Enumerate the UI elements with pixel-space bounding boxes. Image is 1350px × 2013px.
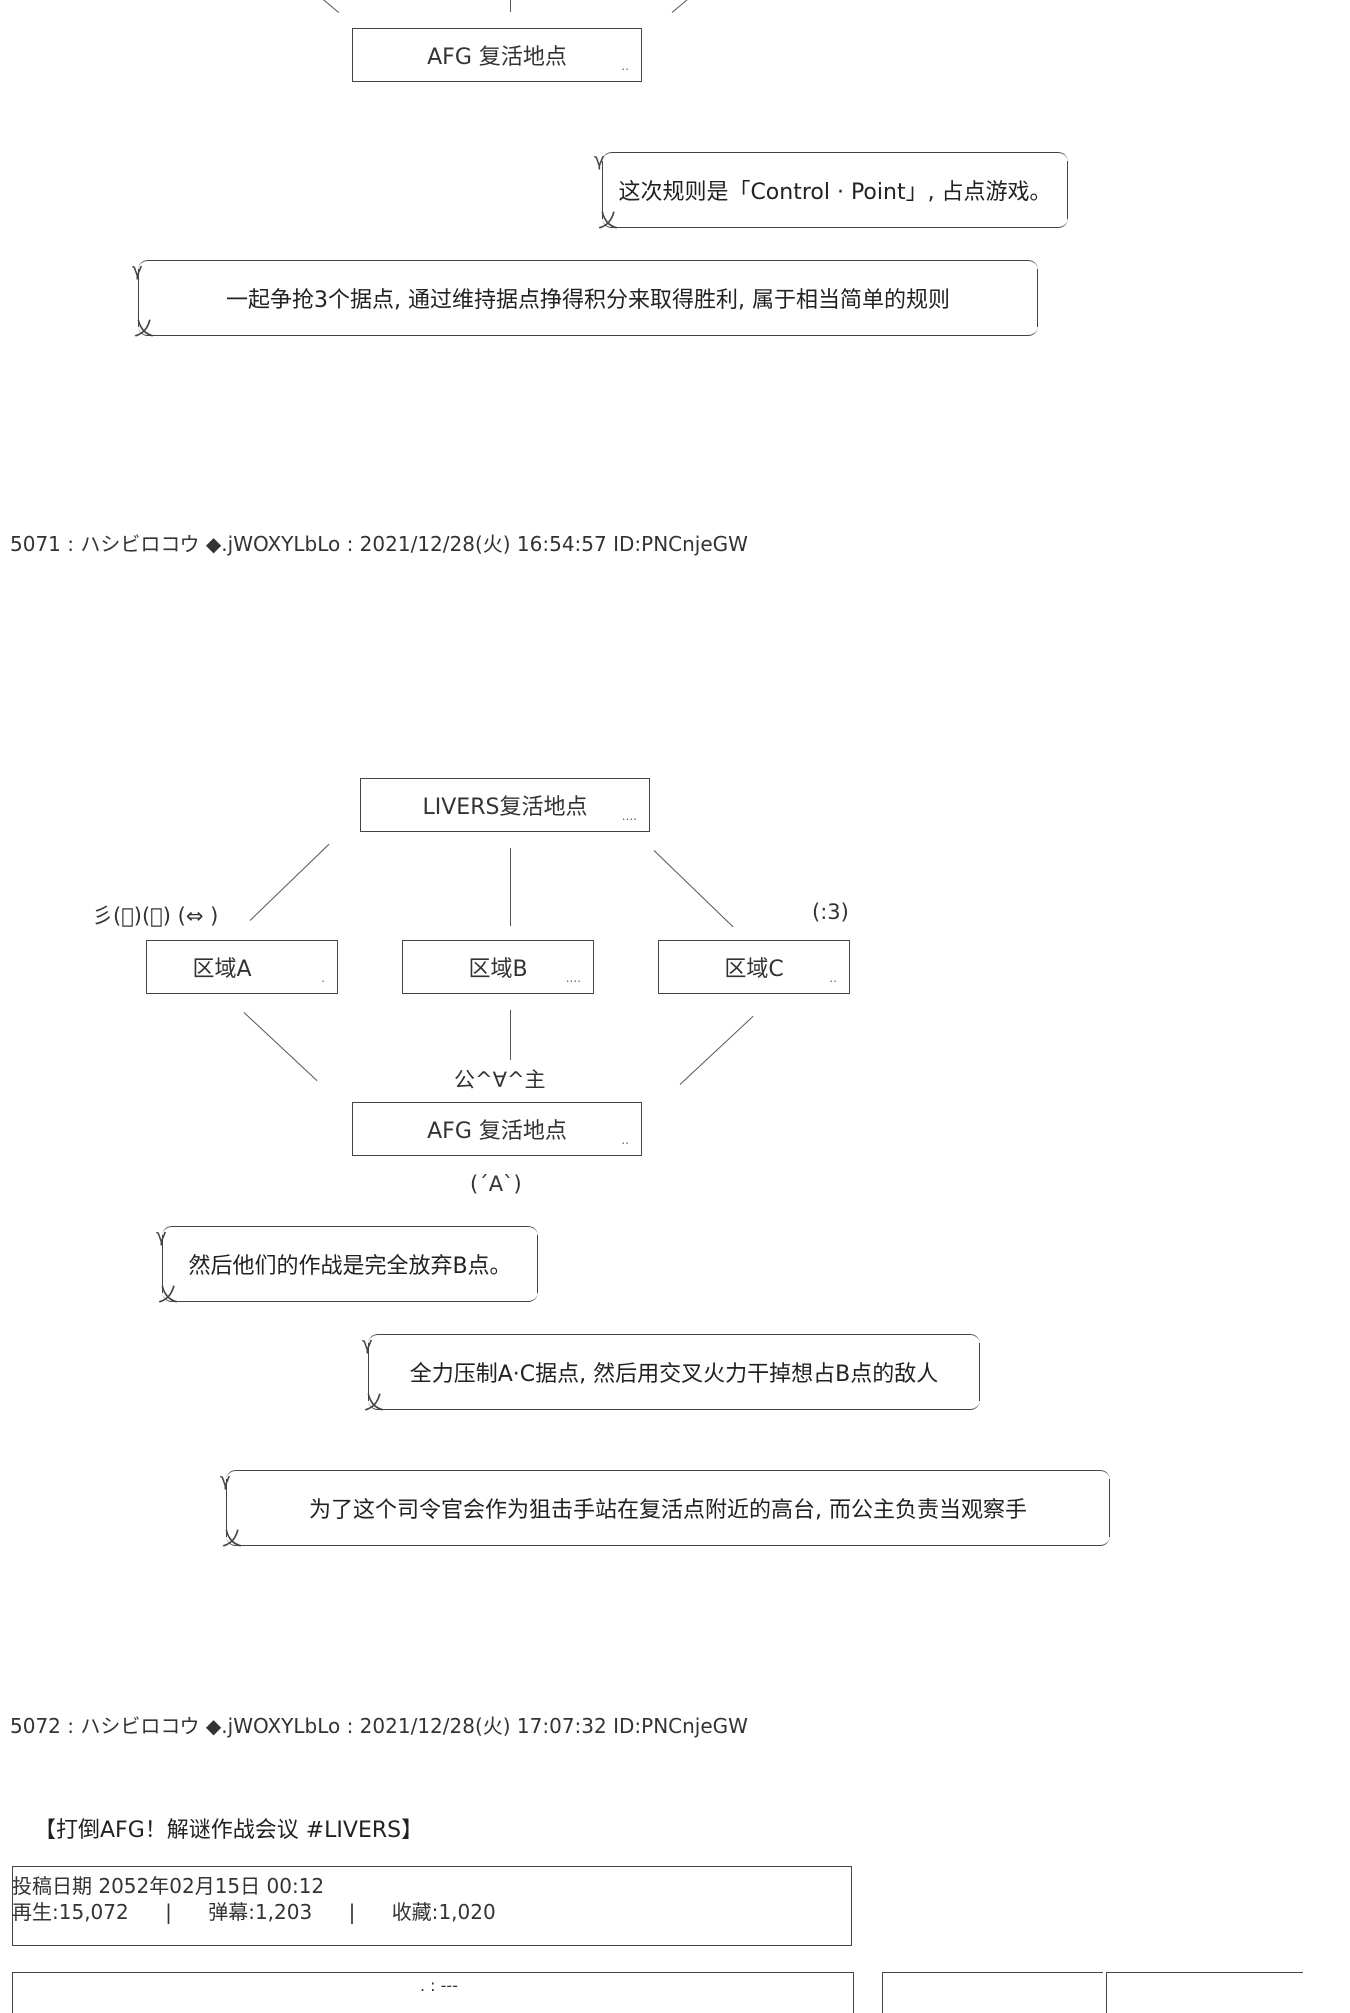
bottom-frame-right xyxy=(1106,1972,1303,2013)
stat-divider: | xyxy=(165,1900,172,1924)
info-box-left-edge xyxy=(12,1866,13,1946)
afg-spawn-box: AFG 复活地点 .. xyxy=(352,1102,642,1156)
connector-line xyxy=(653,850,734,928)
video-info-box xyxy=(12,1866,852,1946)
bubble-tail-gamma: γ xyxy=(132,260,143,281)
post-date-value: 2052年02月15日 00:12 xyxy=(98,1874,325,1898)
bubble-tail-gamma: γ xyxy=(362,1334,373,1355)
afg-spawn-label: AFG 复活地点 xyxy=(427,45,567,70)
favorites-value: 1,020 xyxy=(438,1900,496,1924)
box-dots: .... xyxy=(565,971,581,985)
bubble-tail-gamma: γ xyxy=(594,150,605,171)
bubble-text: 然后他们的作战是完全放弃B点。 xyxy=(188,1254,512,1279)
bottom-frame-left xyxy=(12,1972,854,2013)
bubble-tail-gamma: γ xyxy=(156,1226,167,1247)
post-header-5072: 5072 : ハシビロコウ ◆.jWOXYLbLo : 2021/12/28(火… xyxy=(10,1714,748,1738)
video-title: 【打倒AFG！解谜作战会议 #LIVERS】 xyxy=(34,1818,424,1843)
zone-b-box: 区域B .... xyxy=(402,940,594,994)
box-dots: .. xyxy=(621,1133,629,1147)
box-dots: . xyxy=(321,971,325,985)
bubble-tail-gamma: γ xyxy=(220,1470,231,1491)
plays-label: 再生: xyxy=(12,1900,59,1924)
bottom-fragment: . : --- xyxy=(420,1976,458,1995)
speech-bubble: 为了这个司令官会作为狙击手站在复活点附近的高台, 而公主负责当观察手 xyxy=(226,1470,1110,1546)
stats-row: 再生:15,072 | 弹幕:1,203 | 收藏:1,020 xyxy=(12,1896,496,1925)
bubble-text: 这次规则是「Control · Point」, 占点游戏。 xyxy=(618,180,1052,205)
danmaku-label: 弹幕: xyxy=(208,1900,255,1924)
zone-a-box: 区域A . xyxy=(146,940,338,994)
afg-spawn-box-top: AFG 复活地点 .. xyxy=(352,28,642,82)
connector-line xyxy=(671,0,688,13)
livers-spawn-box: LIVERS复活地点 .... xyxy=(360,778,650,832)
zone-c-label: 区域C xyxy=(724,957,784,982)
box-dots: .. xyxy=(621,59,629,73)
connector-line xyxy=(510,1010,511,1060)
speech-bubble: 这次规则是「Control · Point」, 占点游戏。 xyxy=(602,152,1068,228)
zone-c-box: 区域C .. xyxy=(658,940,850,994)
bubble-text: 一起争抢3个据点, 通过维持据点挣得积分来取得胜利, 属于相当简单的规则 xyxy=(226,288,950,313)
danmaku-value: 1,203 xyxy=(254,1900,313,1924)
connector-line xyxy=(510,0,511,12)
stat-divider: | xyxy=(348,1900,356,1924)
zone-a-label: 区域A xyxy=(192,957,252,982)
post-date-label: 投稿日期 xyxy=(12,1874,92,1898)
favorites-label: 收藏: xyxy=(391,1900,439,1924)
connector-line xyxy=(679,1015,754,1085)
zone-b-label: 区域B xyxy=(468,957,528,982)
face-bottom: (´A`) xyxy=(470,1172,522,1196)
face-right: (:3) xyxy=(812,900,849,924)
connector-line xyxy=(510,848,511,926)
face-center: 公^∀^主 xyxy=(454,1068,546,1092)
face-left: 彡(゚)(゚) (⇔ ) xyxy=(92,904,219,928)
afg-spawn-label: AFG 复活地点 xyxy=(427,1119,567,1144)
connector-line xyxy=(249,843,330,921)
connector-line xyxy=(321,0,340,14)
box-dots: .... xyxy=(621,809,637,823)
post-header-5071: 5071 : ハシビロコウ ◆.jWOXYLbLo : 2021/12/28(火… xyxy=(10,532,748,556)
bubble-text: 全力压制A·C据点, 然后用交叉火力干掉想占B点的敌人 xyxy=(409,1362,939,1387)
bottom-frame-middle xyxy=(882,1972,1103,2013)
livers-spawn-label: LIVERS复活地点 xyxy=(422,795,588,820)
speech-bubble: 一起争抢3个据点, 通过维持据点挣得积分来取得胜利, 属于相当简单的规则 xyxy=(138,260,1038,336)
box-dots: .. xyxy=(829,971,837,985)
speech-bubble: 然后他们的作战是完全放弃B点。 xyxy=(162,1226,538,1302)
post-date-row: 投稿日期 2052年02月15日 00:12 xyxy=(12,1870,324,1899)
bubble-text: 为了这个司令官会作为狙击手站在复活点附近的高台, 而公主负责当观察手 xyxy=(309,1498,1027,1523)
plays-value: 15,072 xyxy=(58,1900,129,1924)
speech-bubble: 全力压制A·C据点, 然后用交叉火力干掉想占B点的敌人 xyxy=(368,1334,980,1410)
connector-line xyxy=(243,1012,318,1082)
